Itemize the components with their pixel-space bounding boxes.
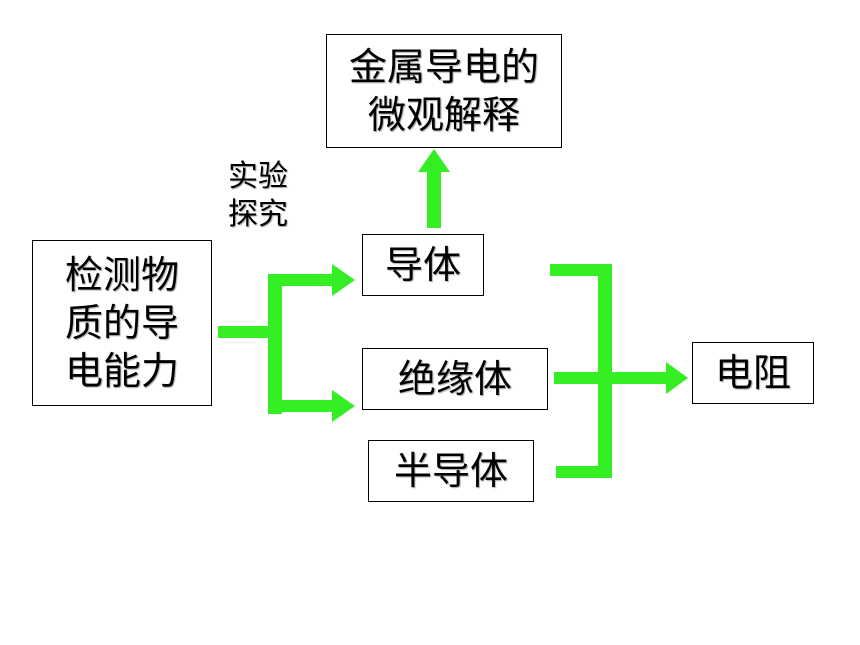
node-resistance-label: 电阻	[714, 351, 791, 395]
node-insulator: 绝缘体	[362, 348, 548, 410]
arrow-to-metal-head	[418, 149, 450, 172]
arrow-to-resistance-head	[666, 362, 688, 394]
arrow-to-resistance-shaft	[598, 372, 668, 384]
node-insulator-label: 绝缘体	[397, 357, 512, 401]
node-metal-line2: 微观解释	[367, 93, 520, 137]
node-metal-line1: 金属导电的	[348, 45, 539, 89]
node-detect-conductivity: 检测物 质的导 电能力	[32, 240, 212, 406]
right-bracket-vertical	[598, 264, 612, 478]
arrow-to-insulator-shaft	[268, 400, 334, 412]
node-metal-explanation: 金属导电的 微观解释	[326, 34, 562, 148]
edge-label-experiment: 实验 探究	[228, 158, 288, 234]
arrow-to-conductor-shaft	[268, 274, 334, 286]
node-detect-line3: 电能力	[64, 349, 179, 393]
arrow-to-conductor-head	[332, 264, 355, 296]
from-conductor-bar	[550, 264, 612, 276]
from-semiconductor-bar	[556, 466, 612, 478]
node-resistance: 电阻	[692, 342, 814, 404]
node-semiconductor-label: 半导体	[393, 449, 508, 493]
stem-from-detect	[218, 326, 274, 338]
edge-label-line1: 实验	[228, 159, 288, 194]
node-semiconductor: 半导体	[368, 440, 534, 502]
node-conductor-label: 导体	[384, 243, 461, 287]
from-insulator-bar	[554, 372, 598, 384]
node-detect-line1: 检测物	[64, 253, 179, 297]
left-bracket-vertical	[268, 274, 282, 414]
node-conductor: 导体	[362, 234, 484, 296]
edge-label-line2: 探究	[228, 197, 288, 232]
node-detect-line2: 质的导	[64, 301, 179, 345]
arrow-to-metal-shaft	[427, 170, 441, 228]
arrow-to-insulator-head	[332, 390, 355, 422]
